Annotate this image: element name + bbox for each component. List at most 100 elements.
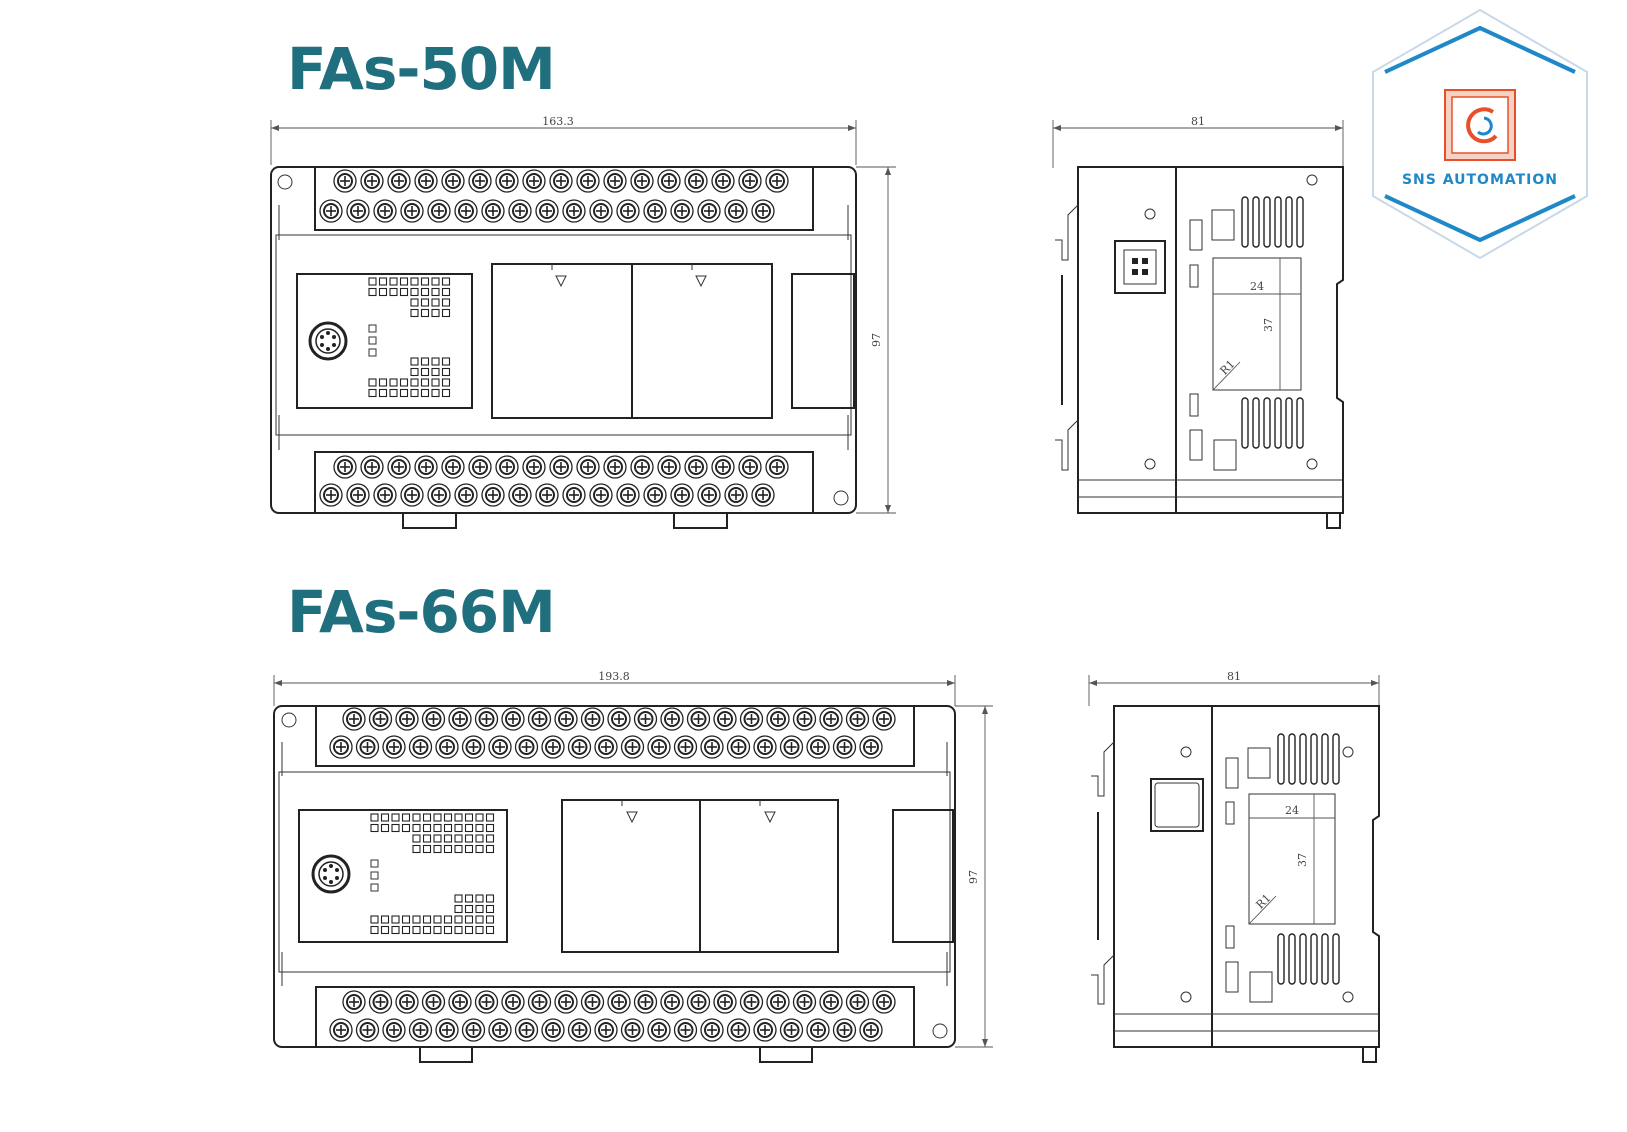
led-indicator — [441, 388, 451, 398]
terminal-screw-icon — [387, 455, 411, 479]
led-indicator — [410, 388, 419, 398]
terminal-screw-icon — [454, 483, 478, 507]
terminal-screw-icon — [368, 707, 393, 731]
terminal-screw-icon — [355, 1018, 380, 1042]
led-indicator — [410, 298, 419, 307]
fas-66m-label-height: 37 — [1296, 853, 1309, 867]
fas-66m-bottom-terminal-row-2 — [329, 1018, 883, 1042]
led-indicator — [399, 277, 409, 286]
led-indicator — [401, 813, 411, 822]
terminal-screw-icon — [395, 990, 419, 1014]
terminal-screw-icon — [400, 483, 424, 507]
terminal-screw-icon — [488, 1018, 512, 1042]
led-indicator — [433, 915, 442, 924]
vent-slot — [1252, 196, 1260, 248]
fas-50m-label-radius: R1 — [1218, 358, 1238, 378]
vent-slot — [1332, 733, 1340, 785]
terminal-screw-icon — [697, 483, 721, 507]
terminal-screw-icon — [620, 735, 645, 759]
terminal-screw-icon — [633, 990, 658, 1014]
terminal-screw-icon — [792, 707, 817, 731]
vent-slot — [1296, 397, 1304, 449]
fas-66m-vent-slots-top — [1277, 733, 1340, 785]
led-indicator — [441, 378, 451, 387]
led-indicator — [368, 287, 377, 297]
terminal-screw-icon — [495, 169, 519, 193]
terminal-screw-icon — [454, 199, 478, 223]
terminal-screw-icon — [806, 1018, 830, 1042]
terminal-screw-icon — [633, 707, 658, 731]
terminal-screw-icon — [368, 990, 393, 1014]
led-indicator — [443, 925, 453, 935]
terminal-screw-icon — [616, 199, 640, 223]
fas-50m-side-view: 81 24 37 R1 — [1052, 115, 1344, 529]
led-indicator — [378, 277, 388, 286]
led-indicator — [441, 298, 451, 307]
terminal-screw-icon — [514, 735, 539, 759]
led-indicator — [389, 388, 398, 398]
terminal-screw-icon — [779, 735, 804, 759]
terminal-screw-icon — [657, 455, 681, 479]
terminal-screw-icon — [724, 483, 748, 507]
led-indicator — [433, 844, 442, 854]
fas-50m-top-terminal-row-2 — [319, 199, 775, 223]
led-indicator — [443, 844, 453, 854]
terminal-screw-icon — [522, 169, 546, 193]
led-indicator — [441, 367, 451, 377]
led-indicator — [433, 823, 442, 833]
terminal-screw-icon — [630, 455, 654, 479]
led-indicator — [422, 823, 432, 833]
led-indicator — [443, 823, 453, 833]
fas-50m-led-grid-bottom — [368, 357, 451, 398]
terminal-screw-icon — [670, 199, 694, 223]
terminal-screw-icon — [603, 455, 627, 479]
led-indicator — [391, 915, 400, 924]
led-indicator — [485, 894, 495, 903]
terminal-screw-icon — [765, 169, 789, 193]
fas-50m-led-grid-top — [368, 277, 451, 318]
terminal-screw-icon — [501, 707, 525, 731]
led-indicator — [475, 925, 484, 935]
model-title-fas-50m: FAs-50M — [287, 35, 556, 103]
led-indicator — [378, 378, 388, 387]
terminal-screw-icon — [713, 990, 737, 1014]
fas-50m-label-width: 24 — [1250, 280, 1264, 293]
led-indicator — [464, 834, 474, 843]
led-indicator — [389, 378, 398, 387]
terminal-screw-icon — [508, 199, 532, 223]
terminal-screw-icon — [474, 707, 499, 731]
vent-slot — [1288, 933, 1296, 985]
terminal-screw-icon — [753, 735, 777, 759]
led-indicator — [475, 813, 484, 822]
led-indicator — [464, 844, 474, 854]
terminal-screw-icon — [819, 707, 843, 731]
vent-slot — [1274, 196, 1282, 248]
terminal-screw-icon — [355, 735, 380, 759]
terminal-screw-icon — [738, 455, 762, 479]
led-indicator — [454, 925, 463, 935]
fas-50m-vent-slots-bottom — [1241, 397, 1304, 449]
led-indicator — [475, 904, 484, 914]
vent-slot — [1263, 397, 1271, 449]
terminal-screw-icon — [329, 735, 353, 759]
terminal-screw-icon — [711, 455, 735, 479]
led-indicator — [431, 287, 440, 297]
led-indicator — [443, 834, 453, 843]
led-indicator — [412, 813, 421, 822]
led-indicator — [431, 298, 440, 307]
led-indicator — [412, 925, 421, 935]
model-title-fas-66m: FAs-66M — [287, 578, 556, 646]
terminal-screw-icon — [514, 1018, 539, 1042]
vent-slot — [1310, 933, 1318, 985]
led-indicator — [454, 894, 463, 903]
terminal-screw-icon — [527, 990, 552, 1014]
led-indicator — [433, 925, 442, 935]
terminal-screw-icon — [684, 169, 708, 193]
led-indicator — [420, 298, 430, 307]
terminal-screw-icon — [435, 1018, 459, 1042]
fas-66m-side-port-icon — [1150, 778, 1204, 832]
fas-50m-height-dimension: 97 — [870, 333, 883, 347]
led-indicator — [412, 915, 421, 924]
led-indicator — [431, 388, 440, 398]
